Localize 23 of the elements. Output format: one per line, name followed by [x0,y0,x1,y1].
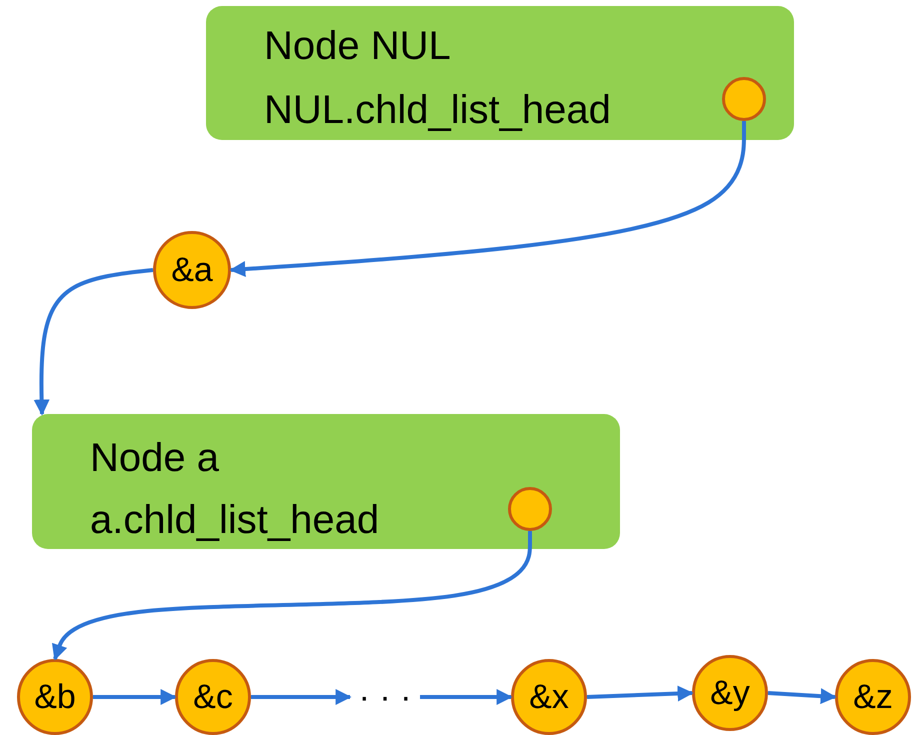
field-label: a.chld_list_head [90,500,380,540]
node-title: Node a [90,438,219,478]
arrow [586,686,694,702]
pointer-circle: &a [153,231,231,309]
node-box [32,414,620,549]
pointer-circle: &x [511,659,587,735]
arrow [229,121,746,278]
arrow [768,688,837,704]
node-box [206,6,794,140]
arrow [251,689,352,705]
field-label: NUL.chld_list_head [264,90,611,130]
pointer-circle: &b [17,659,93,735]
pointer-circle: &z [835,659,911,735]
ellipsis-text: · · · [358,680,412,714]
arrow [52,531,532,661]
node-title: Node NUL [264,26,451,66]
pointer-circle: &c [175,659,251,735]
arrow [93,689,177,705]
arrow [34,268,154,416]
circle-node [508,487,552,531]
circle-node [722,77,766,121]
arrow [420,689,513,705]
pointer-circle: &y [692,655,768,731]
